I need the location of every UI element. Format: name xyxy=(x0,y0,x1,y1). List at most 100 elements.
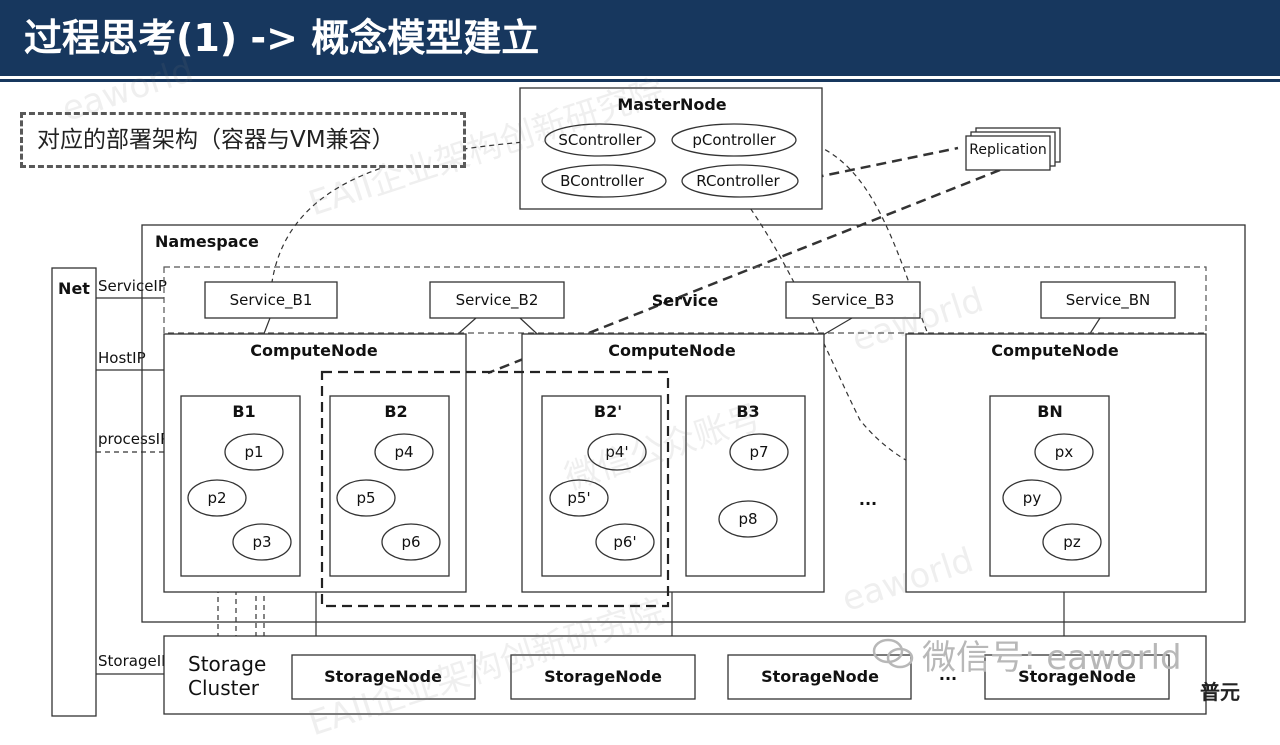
controller-bcontroller: BController xyxy=(541,164,667,198)
svg-text:p3: p3 xyxy=(252,533,271,551)
namespace-label: Namespace xyxy=(155,232,259,251)
svg-text:pz: pz xyxy=(1063,533,1081,551)
architecture-diagram: MasterNode SController pController BCont… xyxy=(51,87,1246,717)
process-p6-prime: p6' xyxy=(595,523,655,561)
namespace: Namespace xyxy=(141,224,1246,623)
header-rule xyxy=(0,79,1280,82)
storage-ellipsis: ... xyxy=(939,665,957,684)
master-node-label: MasterNode xyxy=(617,95,726,114)
svg-text:p2: p2 xyxy=(207,489,226,507)
controller-scontroller: SController xyxy=(544,123,656,157)
service-layer: Service Service_B1 Service_B2 Service_B3… xyxy=(163,266,1207,334)
storage-node-2: StorageNode xyxy=(510,654,696,700)
svg-text:BN: BN xyxy=(1037,402,1063,421)
svg-text:p5': p5' xyxy=(567,489,590,507)
header-bar: 过程思考(1) -> 概念模型建立 xyxy=(0,0,1280,76)
svg-text:SController: SController xyxy=(558,131,642,149)
master-node: MasterNode SController pController BCont… xyxy=(519,87,823,210)
storage-cluster: Storage Cluster StorageNode StorageNode … xyxy=(163,635,1207,715)
compute-node-2: ComputeNode B2' p4' p5' p6' B3 p7 p8 xyxy=(521,333,825,593)
box-b2: B2 p4 p5 p6 xyxy=(329,395,450,577)
compute-node-2-label: ComputeNode xyxy=(608,341,736,360)
svg-text:B2': B2' xyxy=(594,402,622,421)
controller-pcontroller: pController xyxy=(671,123,797,157)
compute-node-n-label: ComputeNode xyxy=(991,341,1119,360)
net-label-serviceip: ServiceIP xyxy=(98,277,167,295)
slide-title: 过程思考(1) -> 概念模型建立 xyxy=(24,16,540,60)
storage-node-1: StorageNode xyxy=(291,654,476,700)
process-p4-prime: p4' xyxy=(587,433,647,471)
svg-text:p4: p4 xyxy=(394,443,413,461)
svg-text:p4': p4' xyxy=(605,443,628,461)
svg-text:StorageNode: StorageNode xyxy=(324,667,442,686)
svg-text:BController: BController xyxy=(560,172,645,190)
box-b2-prime: B2' p4' p5' p6' xyxy=(541,395,662,577)
compute-node-1-label: ComputeNode xyxy=(250,341,378,360)
process-p1: p1 xyxy=(224,433,284,471)
controller-rcontroller: RController xyxy=(681,164,799,198)
corner-text: 普元 xyxy=(1200,680,1240,704)
replication-stack: Replication xyxy=(965,127,1061,171)
net-label-processip: processIP xyxy=(98,430,169,448)
net-label-storageip: StorageIP xyxy=(98,652,170,670)
process-p5: p5 xyxy=(336,479,396,517)
svg-text:p7: p7 xyxy=(749,443,768,461)
compute-node-1: ComputeNode B1 p1 p2 p3 B2 p4 p5 p6 xyxy=(163,333,467,593)
wechat-watermark: 微信号: eaworld xyxy=(922,638,1182,678)
svg-text:pController: pController xyxy=(692,131,776,149)
storage-node-4: StorageNode xyxy=(984,654,1170,700)
svg-text:Service_B3: Service_B3 xyxy=(812,291,895,310)
process-p7: p7 xyxy=(729,433,789,471)
wechat-icon xyxy=(872,638,914,669)
process-p5-prime: p5' xyxy=(549,479,609,517)
process-px: px xyxy=(1034,433,1094,471)
service-b1: Service_B1 xyxy=(204,281,338,319)
link-replication-b2-group xyxy=(487,168,1001,375)
svg-text:p1: p1 xyxy=(244,443,263,461)
box-b1: B1 p1 p2 p3 xyxy=(180,395,301,577)
subtitle: 对应的部署架构（容器与VM兼容） xyxy=(37,127,395,153)
svg-text:Service_BN: Service_BN xyxy=(1066,291,1150,310)
service-bn: Service_BN xyxy=(1040,281,1176,319)
box-b3: B3 p7 p8 xyxy=(685,395,806,577)
process-p3: p3 xyxy=(232,523,292,561)
service-layer-label: Service xyxy=(652,291,719,310)
svg-text:StorageNode: StorageNode xyxy=(1018,667,1136,686)
net-label-hostip: HostIP xyxy=(98,349,146,367)
replication-label: Replication xyxy=(969,142,1046,158)
arc-scontroller-service-b1 xyxy=(271,139,549,283)
svg-text:Service_B1: Service_B1 xyxy=(230,291,313,310)
storage-node-3: StorageNode xyxy=(727,654,912,700)
svg-text:Service_B2: Service_B2 xyxy=(456,291,539,310)
process-p8: p8 xyxy=(718,500,778,538)
svg-text:p5: p5 xyxy=(356,489,375,507)
svg-text:B1: B1 xyxy=(232,402,255,421)
svg-text:p8: p8 xyxy=(738,510,757,528)
svg-text:p6: p6 xyxy=(401,533,420,551)
svg-text:px: px xyxy=(1055,443,1074,461)
svg-text:B3: B3 xyxy=(736,402,759,421)
link-rcontroller-replication xyxy=(797,146,959,183)
subtitle-box: 对应的部署架构（容器与VM兼容） xyxy=(20,112,466,168)
svg-text:RController: RController xyxy=(696,172,780,190)
svg-text:StorageNode: StorageNode xyxy=(544,667,662,686)
process-p2: p2 xyxy=(187,479,247,517)
svg-text:StorageNode: StorageNode xyxy=(761,667,879,686)
process-pz: pz xyxy=(1042,523,1102,561)
svg-text:py: py xyxy=(1023,489,1042,507)
process-py: py xyxy=(1002,479,1062,517)
box-bn: BN px py pz xyxy=(989,395,1110,577)
service-b2: Service_B2 xyxy=(429,281,565,319)
storage-cluster-label-1: Storage xyxy=(188,652,266,676)
process-p4: p4 xyxy=(374,433,434,471)
svg-text:p6': p6' xyxy=(613,533,636,551)
replica-group-b2 xyxy=(320,370,670,608)
compute-ellipsis: ... xyxy=(859,490,877,509)
net-label: Net xyxy=(58,279,90,298)
process-p6: p6 xyxy=(381,523,441,561)
svg-text:B2: B2 xyxy=(384,402,407,421)
net-column: Net ServiceIP HostIP processIP StorageIP xyxy=(51,267,170,717)
compute-node-n: ComputeNode BN px py pz xyxy=(905,333,1207,593)
service-b3: Service_B3 xyxy=(785,281,921,319)
storage-cluster-label-2: Cluster xyxy=(188,676,260,700)
